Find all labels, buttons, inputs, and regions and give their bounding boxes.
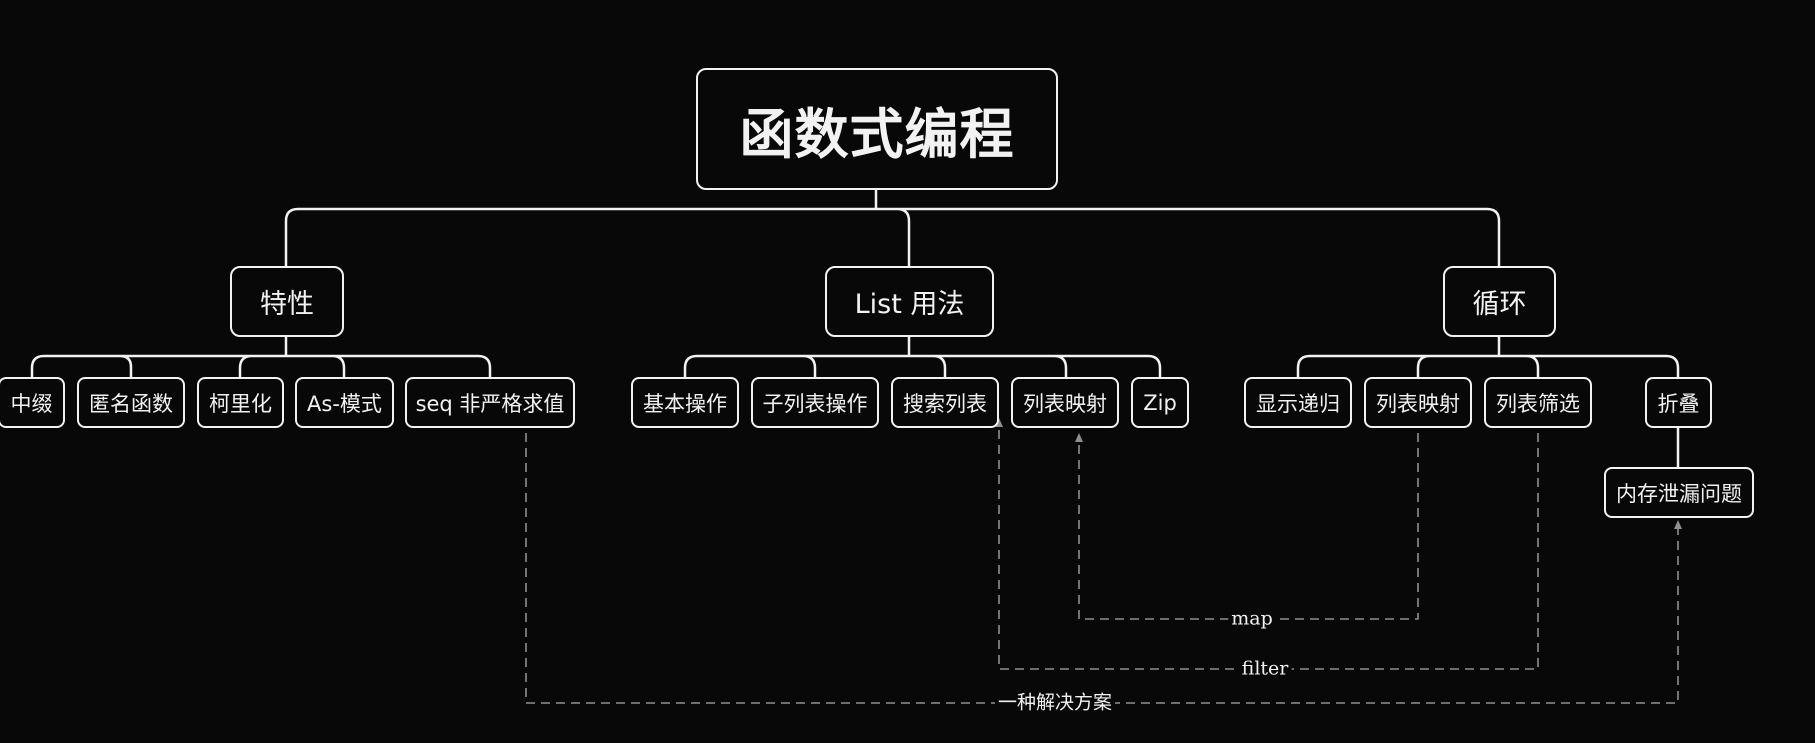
node-zip: Zip — [1131, 377, 1189, 428]
node-infix: 中缀 — [0, 377, 65, 428]
root-node: 函数式编程 — [696, 68, 1058, 190]
node-memory-leak: 内存泄漏问题 — [1604, 467, 1754, 518]
node-loop-list-map: 列表映射 — [1364, 377, 1472, 428]
node-basic-ops: 基本操作 — [631, 377, 739, 428]
cross-link-solution — [525, 433, 1679, 704]
cross-link-filter — [998, 425, 1539, 670]
branch-loop: 循环 — [1443, 266, 1556, 337]
node-search-list: 搜索列表 — [891, 377, 999, 428]
node-list-filter: 列表筛选 — [1484, 377, 1592, 428]
connector-root-branches — [284, 190, 1501, 266]
node-list-map: 列表映射 — [1011, 377, 1119, 428]
branch-traits: 特性 — [230, 266, 344, 337]
node-anonymous-function: 匿名函数 — [77, 377, 185, 428]
node-explicit-recursion: 显示递归 — [1244, 377, 1352, 428]
arrowhead-solution — [1674, 520, 1682, 529]
node-seq-nonstrict: seq 非严格求值 — [405, 377, 575, 428]
connector-list-children — [683, 337, 1162, 377]
arrowhead-map — [1075, 433, 1083, 442]
branch-list-usage: List 用法 — [825, 266, 994, 337]
connector-traits-children — [30, 337, 492, 377]
cross-link-label-map: map — [1228, 609, 1276, 629]
cross-link-map — [1078, 433, 1419, 620]
node-sublist-ops: 子列表操作 — [751, 377, 879, 428]
connector-loop-children — [1296, 337, 1680, 377]
node-currying: 柯里化 — [197, 377, 284, 428]
cross-link-label-solution: 一种解决方案 — [994, 693, 1116, 713]
cross-link-label-filter: filter — [1238, 659, 1292, 679]
node-as-pattern: As-模式 — [295, 377, 394, 428]
node-fold: 折叠 — [1645, 377, 1712, 428]
